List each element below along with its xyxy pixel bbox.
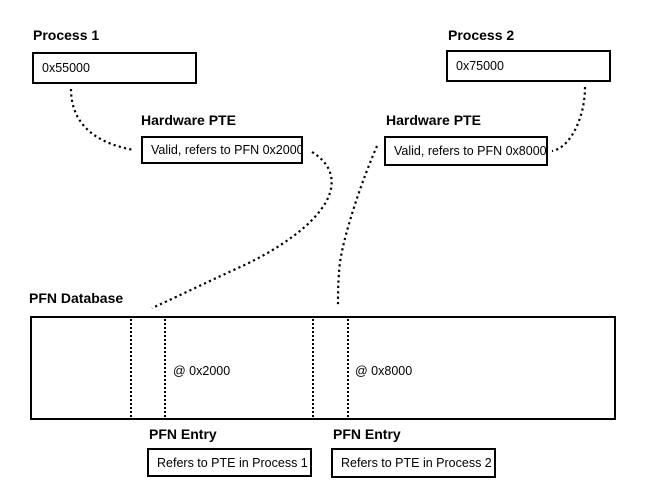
connector-process1-to-pte1 [69,88,135,152]
hardware-pte1-value: Valid, refers to PFN 0x2000 [151,143,304,157]
process1-label: Process 1 [33,27,100,43]
pfn-slot1-offset: @ 0x2000 [173,364,231,378]
hardware-pte1-box: Valid, refers to PFN 0x2000 [141,136,304,164]
pfn-entry2-value: Refers to PTE in Process 2 [341,456,492,470]
process2-address-box: 0x75000 [446,50,611,82]
pfn-entry2-label: PFN Entry [333,426,401,442]
connector-pte2-to-pfn-slot2 [336,145,379,306]
process2-label: Process 2 [448,27,515,43]
pfn-slot1-column [130,316,166,420]
connector-pte1-to-pfn-slot1 [151,151,333,310]
process1-address: 0x55000 [42,61,90,75]
pfn-database-label: PFN Database [29,290,124,306]
pfn-entry1-box: Refers to PTE in Process 1 [147,448,312,477]
hardware-pte2-label: Hardware PTE [386,112,481,128]
pfn-entry2-box: Refers to PTE in Process 2 [331,448,496,478]
connector-process2-to-pte2 [551,86,587,153]
pfn-slot2-offset: @ 0x8000 [355,364,413,378]
hardware-pte2-value: Valid, refers to PFN 0x8000 [394,144,547,158]
pfn-slot2-column [312,316,349,420]
hardware-pte1-label: Hardware PTE [141,112,236,128]
pfn-entry1-value: Refers to PTE in Process 1 [157,455,308,470]
process2-address: 0x75000 [456,59,504,73]
process1-address-box: 0x55000 [32,52,197,84]
pfn-entry1-label: PFN Entry [149,426,217,442]
hardware-pte2-box: Valid, refers to PFN 0x8000 [384,136,548,166]
